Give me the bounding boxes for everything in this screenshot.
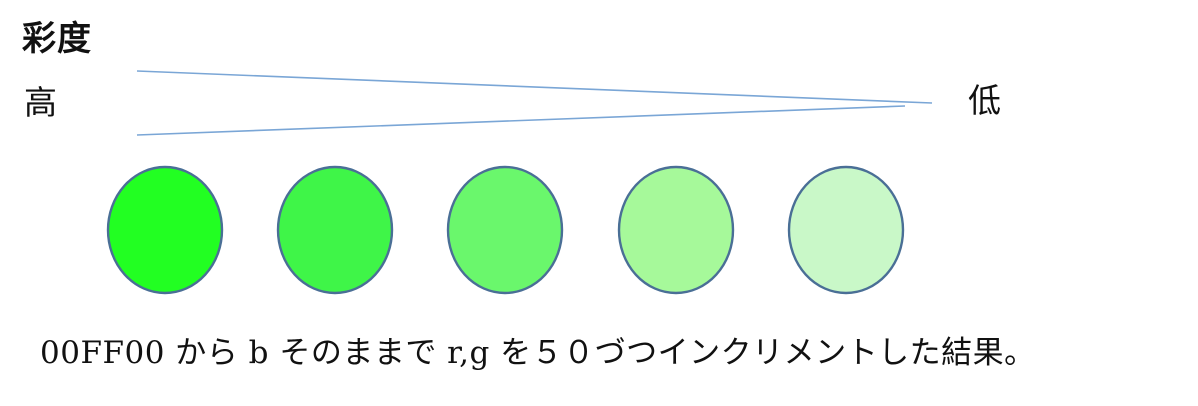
caption-text: 00FF00 から b そのままで r,g を５０づつインクリメントした結果。 (40, 335, 1036, 371)
color-swatch (446, 165, 564, 295)
label-low: 低 (968, 81, 1001, 120)
color-swatch (787, 165, 905, 295)
title-saturation: 彩度 (22, 19, 92, 59)
color-swatch (276, 165, 394, 295)
wedge-line-bottom (136, 105, 906, 136)
label-high: 高 (24, 83, 57, 122)
color-swatch (106, 165, 224, 295)
color-swatch (617, 165, 735, 295)
wedge-line-top (136, 70, 933, 104)
